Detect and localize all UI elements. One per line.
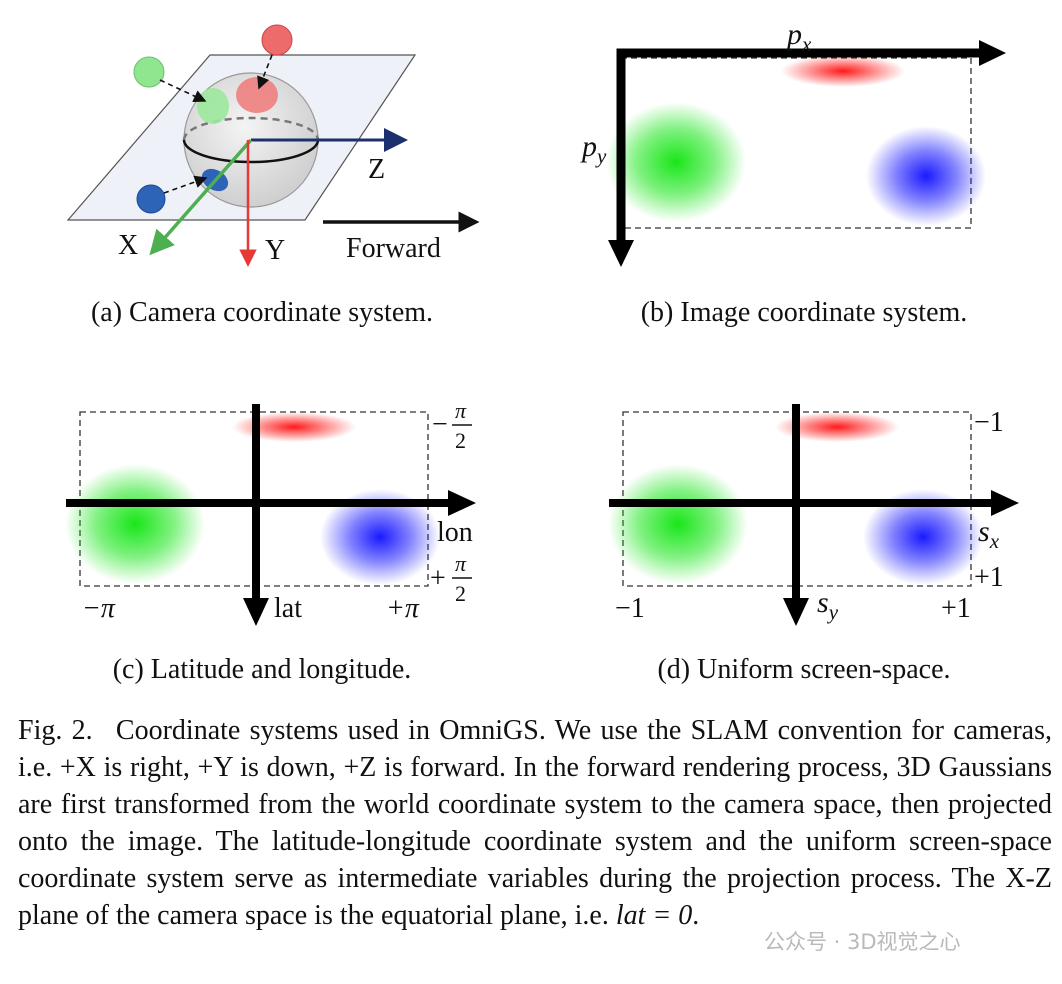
- py-arrowhead: [608, 240, 634, 267]
- green-blob: [608, 464, 748, 584]
- lat-min-num: π: [455, 398, 467, 423]
- sy-max-label: +1: [974, 562, 1004, 593]
- projection-ray-red: [257, 54, 273, 90]
- red-blob: [781, 55, 905, 87]
- lon-max-label: +π: [386, 593, 420, 624]
- panel-uniform-screen-space: sx sy −1 +1 −1 +1 (d) Uniform screen-spa…: [531, 390, 1062, 700]
- green-blob: [606, 102, 746, 222]
- screen-space-diagram: sx sy −1 +1 −1 +1: [608, 404, 1019, 626]
- equator-front: [182, 139, 320, 164]
- lat-max-den: 2: [455, 581, 466, 606]
- lat-min-sign: −: [432, 409, 448, 440]
- sy-arrowhead: [783, 598, 809, 626]
- green-gaussian: [133, 56, 165, 88]
- panel-c-caption: (c) Latitude and longitude.: [112, 654, 412, 685]
- projected-red-gaussian: [236, 77, 278, 113]
- camera-diagram: Z X Y Forward: [66, 24, 480, 267]
- red-blob: [775, 412, 899, 442]
- equator-back: [182, 116, 320, 141]
- green-blob: [65, 464, 205, 584]
- image-diagram: px py: [580, 18, 1006, 267]
- projected-green-gaussian: [197, 88, 229, 124]
- watermark: 公众号 · 3D视觉之心: [760, 926, 965, 956]
- blue-gaussian: [136, 184, 166, 214]
- z-axis-label: Z: [368, 154, 385, 185]
- red-gaussian: [261, 24, 293, 56]
- red-blob: [232, 412, 356, 442]
- latlon-diagram: lon lat −π +π − π 2 + π 2: [65, 398, 476, 626]
- x-axis-label: X: [118, 230, 138, 261]
- y-axis-label: Y: [265, 235, 285, 266]
- panel-image-coordinate-system: px py (b) Image coordinate system.: [531, 0, 1062, 345]
- blue-blob: [866, 126, 986, 226]
- x-axis: [149, 138, 253, 256]
- sy-label: sy: [817, 586, 839, 624]
- blue-blob: [320, 489, 440, 585]
- sx-min-label: −1: [615, 593, 645, 624]
- figure-caption: Fig. 2. Coordinate systems used in OmniG…: [18, 712, 1052, 934]
- px-axis: [616, 48, 981, 246]
- lat-max-sign: +: [430, 563, 446, 594]
- panel-a-caption: (a) Camera coordinate system.: [90, 297, 434, 328]
- figure-label: Fig. 2.: [18, 715, 93, 746]
- caption-body: Coordinate systems used in OmniGS. We us…: [18, 715, 1052, 931]
- sx-max-label: +1: [941, 593, 971, 624]
- lat-arrowhead: [243, 598, 269, 626]
- blue-blob: [863, 489, 983, 585]
- lon-min-label: −π: [82, 593, 116, 624]
- lon-label: lon: [437, 517, 473, 548]
- caption-end: .: [692, 900, 700, 931]
- lon-arrowhead: [448, 490, 476, 516]
- panel-d-caption: (d) Uniform screen-space.: [657, 654, 951, 685]
- lat-label: lat: [274, 593, 302, 624]
- sx-label: sx: [978, 515, 1000, 553]
- panel-b-caption: (b) Image coordinate system.: [640, 297, 968, 328]
- px-label: px: [785, 18, 812, 56]
- sy-min-label: −1: [974, 407, 1004, 438]
- py-label: py: [580, 130, 607, 168]
- lat-min-den: 2: [455, 428, 466, 453]
- px-arrowhead: [979, 40, 1006, 66]
- caption-math: lat = 0: [615, 900, 693, 931]
- panel-latitude-longitude: lon lat −π +π − π 2 + π 2 (c) Latitude a…: [0, 390, 531, 700]
- sx-arrowhead: [991, 490, 1019, 516]
- projection-ray-blue: [163, 175, 208, 194]
- forward-label: Forward: [346, 233, 441, 264]
- panel-camera-coordinate-system: Z X Y Forward (a) Camera coordinate syst…: [0, 0, 531, 345]
- lat-max-num: π: [455, 551, 467, 576]
